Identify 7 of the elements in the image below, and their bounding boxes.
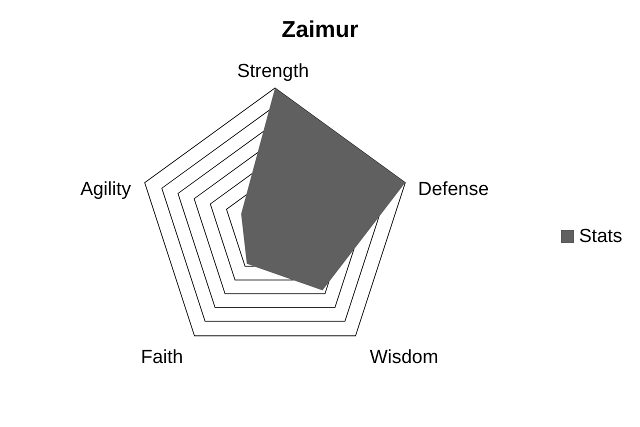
axis-label: Faith bbox=[140, 348, 184, 367]
axis-label: Agility bbox=[80, 180, 131, 199]
axis-label: Strength bbox=[237, 62, 309, 81]
axis-label: Wisdom bbox=[370, 348, 438, 367]
chart-title: Zaimur bbox=[282, 18, 358, 41]
axis-label: Defense bbox=[418, 180, 489, 199]
legend-label: Stats bbox=[579, 227, 622, 246]
